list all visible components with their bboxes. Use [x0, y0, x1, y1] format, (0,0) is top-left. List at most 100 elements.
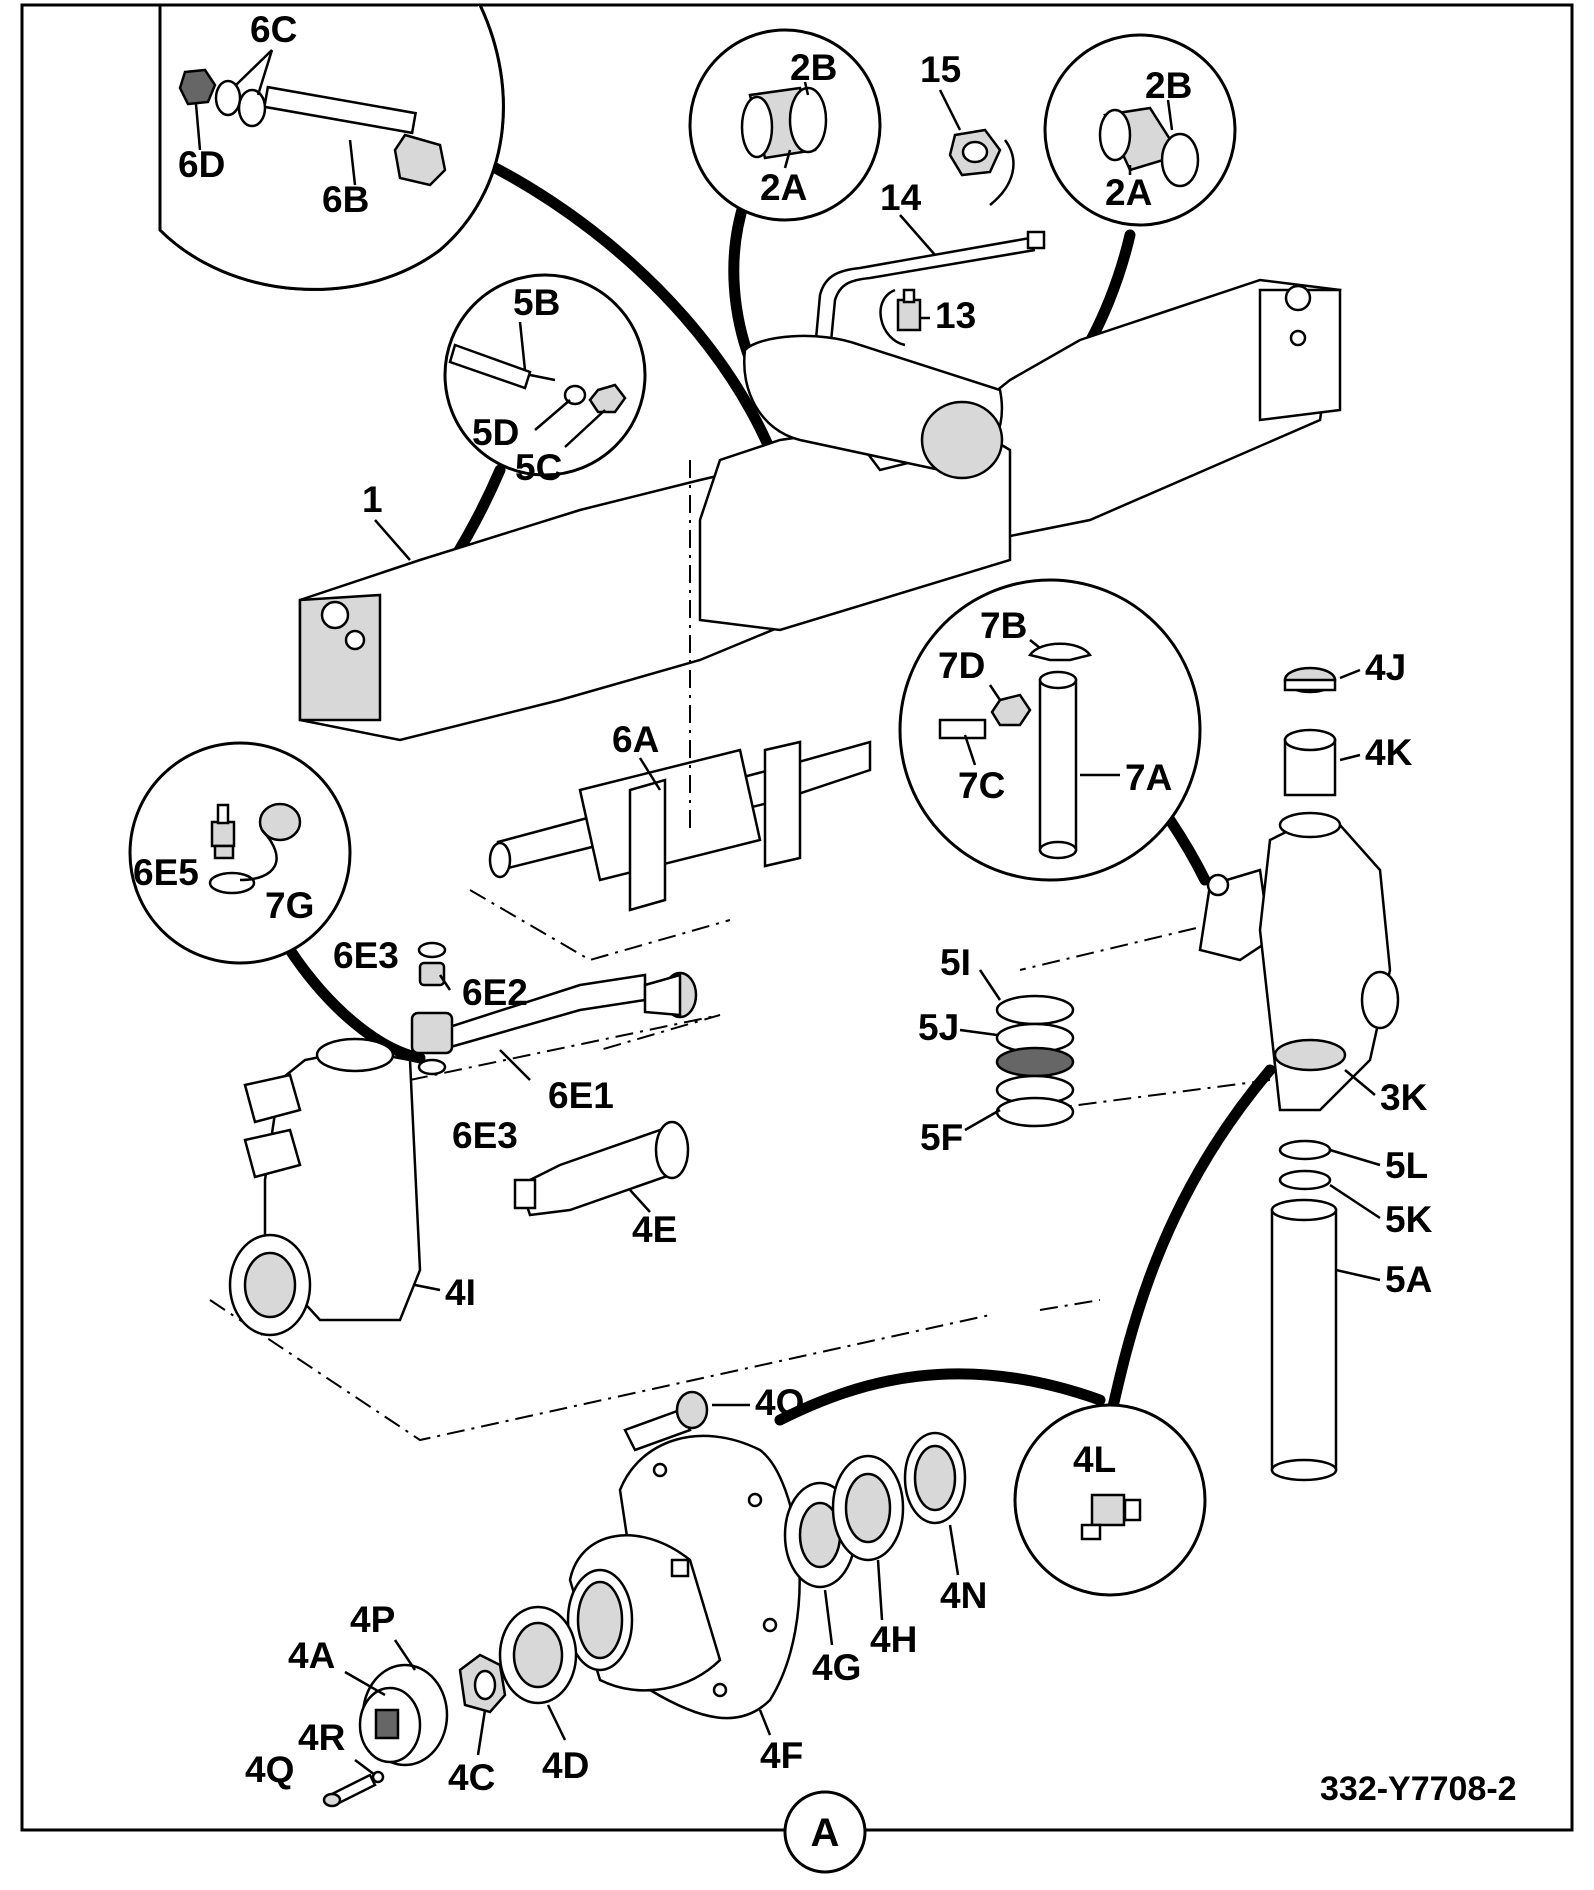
label-6E2: 6E2	[462, 972, 528, 1013]
cap-7G-icon	[258, 802, 302, 842]
ball-joint-6E2-icon	[410, 961, 454, 1055]
label-4K: 4K	[1365, 732, 1413, 773]
label-7G: 7G	[265, 885, 314, 926]
swivel-hub-4I	[228, 1037, 422, 1337]
drawing-reference: 332-Y7708-2	[1320, 1770, 1517, 1808]
label-4L: 4L	[1073, 1439, 1116, 1480]
label-4N: 4N	[940, 1575, 987, 1616]
label-4A: 4A	[288, 1635, 335, 1676]
label-3K: 3K	[1380, 1077, 1428, 1118]
detail-circle-6: 6C 6D 6B	[158, 3, 505, 291]
detail-circle-7: 7B 7D 7C 7A	[898, 578, 1202, 882]
drag-link-6E1	[438, 971, 698, 1052]
bush-4K-icon	[1283, 728, 1337, 797]
detail-circle-2-right: 2B 2A	[1043, 33, 1237, 227]
bolt-4O-icon	[623, 1390, 709, 1452]
label-4J: 4J	[1365, 647, 1406, 688]
bolt-5B-icon	[448, 343, 556, 390]
label-5A: 5A	[1385, 1259, 1432, 1300]
label-4Q: 4Q	[245, 1749, 294, 1790]
label-6B: 6B	[322, 179, 369, 220]
kingpin-5A-icon	[1270, 1198, 1338, 1482]
label-7D: 7D	[938, 645, 985, 686]
stub-axle-4E	[513, 1120, 690, 1217]
hub-cap-4A-icon	[358, 1663, 449, 1767]
label-4H: 4H	[870, 1619, 917, 1660]
label-4P: 4P	[350, 1599, 395, 1640]
label-2B-left: 2B	[790, 47, 837, 88]
pin-7A-icon	[1038, 670, 1078, 860]
grease-nipple-4L-icon	[1080, 1493, 1142, 1541]
view-marker: A	[783, 1790, 867, 1874]
seal-6E3-top-icon	[417, 941, 447, 959]
grease-nipple-6E5-icon	[210, 803, 236, 860]
label-6D: 6D	[178, 144, 225, 185]
seal-6E3-bottom-icon	[417, 1058, 447, 1076]
nut-15-icon	[948, 128, 1002, 177]
label-6E5: 6E5	[133, 852, 199, 893]
nut-6D-icon	[178, 68, 217, 106]
label-5F: 5F	[920, 1117, 963, 1158]
label-6E3-top: 6E3	[333, 935, 399, 976]
label-5D: 5D	[472, 412, 519, 453]
label-5B: 5B	[513, 282, 560, 323]
wheel-hub-4F	[566, 1434, 801, 1720]
seal-4N-icon	[903, 1431, 967, 1525]
label-4E: 4E	[632, 1209, 677, 1250]
label-6A: 6A	[612, 719, 659, 760]
bush-2A-left-icon	[740, 86, 828, 160]
screw-4Q-icon	[322, 1770, 385, 1808]
bolt-6B-icon	[262, 85, 447, 187]
label-7A: 7A	[1125, 757, 1172, 798]
bearing-cup-4H-icon	[831, 1454, 905, 1562]
grease-nipple-13-icon	[896, 288, 922, 332]
axle-beam-1	[298, 278, 1342, 742]
label-4R: 4R	[298, 1717, 345, 1758]
label-14: 14	[880, 177, 922, 218]
nut-7D-icon	[990, 693, 1032, 727]
label-1: 1	[362, 479, 383, 520]
washer-5D-icon	[563, 384, 587, 406]
shims-5I-5J-5F-icon	[995, 994, 1075, 1128]
screw-7C-icon	[938, 718, 987, 740]
label-6E3-bottom: 6E3	[452, 1115, 518, 1156]
label-2A-left: 2A	[760, 167, 807, 208]
washers-6C-icon	[214, 79, 267, 128]
label-4F: 4F	[760, 1735, 803, 1776]
bush-2A-right-icon	[1098, 106, 1200, 188]
label-7C: 7C	[958, 765, 1005, 806]
label-4D: 4D	[542, 1745, 589, 1786]
label-5C: 5C	[515, 447, 562, 488]
label-4I: 4I	[445, 1272, 476, 1313]
label-4C: 4C	[448, 1757, 495, 1798]
label-4G: 4G	[812, 1647, 861, 1688]
label-5I: 5I	[940, 942, 971, 983]
label-7B: 7B	[980, 605, 1027, 646]
tie-rod-6A	[488, 740, 872, 912]
label-5L: 5L	[1385, 1145, 1428, 1186]
label-4O: 4O	[755, 1382, 804, 1423]
label-5K: 5K	[1385, 1199, 1433, 1240]
clip-7B-icon	[1027, 642, 1093, 662]
detail-circle-4L: 4L	[1013, 1403, 1207, 1597]
shim-5L-icon	[1278, 1139, 1332, 1161]
detail-circle-6E5-7G: 6E5 7G	[128, 741, 352, 965]
hub-nut-4C-icon	[458, 1653, 507, 1714]
label-13: 13	[935, 295, 976, 336]
label-6C: 6C	[250, 9, 297, 50]
steering-knuckle-3K	[1198, 811, 1400, 1112]
alignment-lines	[209, 460, 1271, 1442]
view-marker-label: A	[811, 1811, 840, 1855]
label-2A-right: 2A	[1105, 172, 1152, 213]
detail-circle-5: 5B 5D 5C	[443, 273, 647, 488]
label-15: 15	[920, 49, 961, 90]
label-6E1: 6E1	[548, 1075, 614, 1116]
washer-5K-icon	[1278, 1169, 1332, 1191]
label-5J: 5J	[918, 1007, 959, 1048]
bearing-4D-icon	[498, 1605, 578, 1705]
label-2B-right: 2B	[1145, 65, 1192, 106]
detail-circle-2-left: 2B 2A	[688, 28, 882, 222]
tube-14-icon	[813, 230, 1046, 353]
nut-5C-icon	[588, 383, 627, 414]
